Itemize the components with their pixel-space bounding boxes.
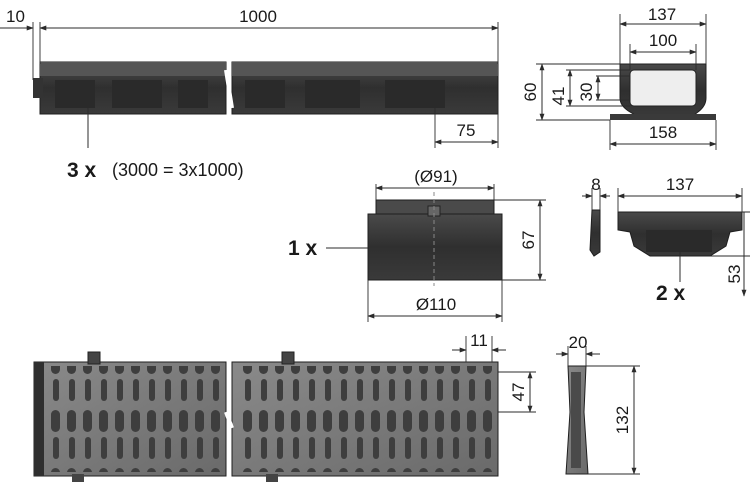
outlet-quantity: 1 x: [288, 237, 318, 260]
outlet-height: 67: [519, 231, 538, 250]
channel-note: (3000 = 3x1000): [112, 160, 244, 180]
end-cap-height: 53: [725, 265, 744, 284]
grate-height-label: 132: [613, 406, 632, 434]
end-cap-dimensions: 8 137 53 2 x: [582, 175, 750, 305]
outlet-dimensions: (Ø91) Ø110 67 1 x: [288, 167, 546, 322]
channel-quantity: 3 x: [67, 159, 97, 182]
channel-length-label: 1000: [239, 7, 277, 26]
cross-section-inner-width: 100: [649, 31, 677, 50]
end-cap-quantity: 2 x: [656, 282, 686, 305]
cross-section-view: [610, 63, 716, 120]
channel-side-view: [33, 61, 499, 115]
cross-section-slot: 30: [577, 83, 596, 102]
grate-end-dimensions: 20 132: [556, 333, 640, 475]
grate-rib-label: 11: [470, 331, 488, 350]
cross-section-outer-width: 137: [648, 5, 676, 24]
outlet-bottom-diameter: Ø110: [416, 295, 456, 314]
grate-width-label: 47: [509, 383, 528, 402]
channel-end-label: 75: [457, 121, 476, 140]
outlet-view: [367, 192, 503, 286]
outlet-top-diameter: (Ø91): [414, 167, 457, 186]
channel-offset-label: 10: [6, 7, 25, 26]
grate-end-view: [565, 365, 589, 475]
end-cap-thickness: 8: [591, 175, 600, 194]
end-cap-view: [589, 209, 743, 257]
cross-section-inner-height: 41: [549, 87, 568, 106]
grate-depth-label: 20: [569, 333, 588, 352]
channel-dimensions: 1000 10 75 3 x (3000 = 3x1000): [0, 7, 499, 182]
cross-section-height: 60: [521, 83, 540, 102]
end-cap-width: 137: [666, 175, 694, 194]
grate-dimensions: 11 47: [452, 331, 536, 413]
grate-top-view: [33, 351, 499, 482]
cross-section-dimensions: 137 100 60 41 30 158: [521, 5, 717, 150]
cross-section-base: 158: [649, 123, 677, 142]
